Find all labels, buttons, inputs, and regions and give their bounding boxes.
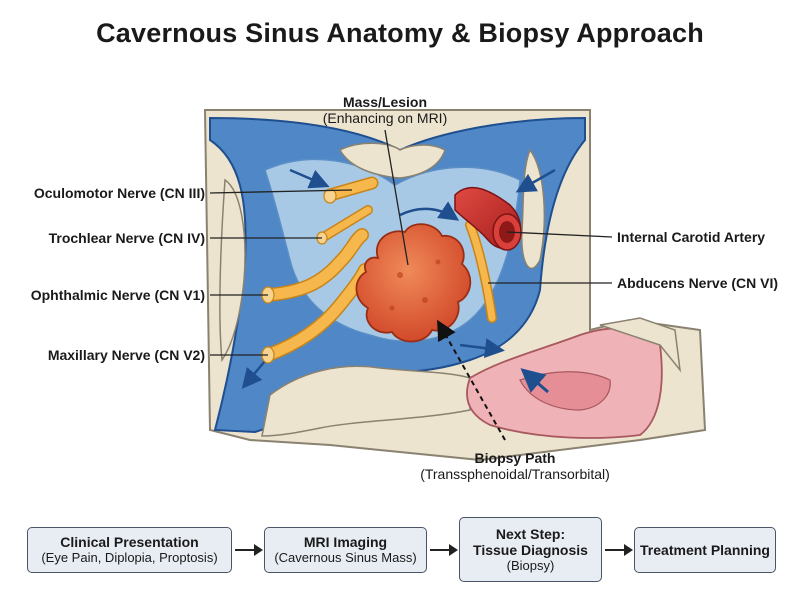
trochlear-nerve-label: Trochlear Nerve (CN IV) (48, 230, 205, 246)
flow-step-subtitle: (Eye Pain, Diplopia, Proptosis) (41, 550, 218, 565)
ophthalmic-nerve-label: Ophthalmic Nerve (CN V1) (30, 287, 205, 303)
flow-step-title: Treatment Planning (640, 542, 770, 558)
flow-step-clinical-presentation: Clinical Presentation (Eye Pain, Diplopi… (27, 527, 232, 573)
flow-arrow (430, 544, 458, 556)
nasal-cavity (466, 317, 682, 439)
flow-step-subtitle: (Cavernous Sinus Mass) (274, 550, 417, 565)
flow-step-tissue-diagnosis: Next Step: Tissue Diagnosis (Biopsy) (459, 517, 602, 582)
flow-step-title-2: Tissue Diagnosis (473, 541, 588, 558)
nerves (261, 176, 497, 364)
flow-step-subtitle: (Biopsy) (506, 557, 555, 573)
biopsy-path-label: Biopsy Path (Transsphenoidal/Transorbita… (400, 450, 630, 482)
mass-lesion-label: Mass/Lesion (Enhancing on MRI) (300, 94, 470, 126)
biopsy-path-arrow (437, 319, 506, 441)
biopsy-path-title: Biopsy Path (474, 450, 556, 466)
flow-step-treatment-planning: Treatment Planning (634, 527, 776, 573)
mass-lesion-subtitle: (Enhancing on MRI) (322, 110, 448, 126)
flow-arrow (235, 544, 263, 556)
leader-lines (209, 129, 613, 356)
flow-arrow (605, 544, 633, 556)
internal-carotid-artery-label: Internal Carotid Artery (617, 229, 766, 245)
flow-step-title: Clinical Presentation (60, 534, 199, 550)
flow-step-title: MRI Imaging (303, 534, 388, 550)
abducens-nerve-label: Abducens Nerve (CN VI) (617, 275, 779, 291)
biopsy-path-subtitle: (Transsphenoidal/Transorbital) (420, 466, 610, 482)
mass-lesion-title: Mass/Lesion (342, 94, 428, 110)
page-title: Cavernous Sinus Anatomy & Biopsy Approac… (96, 18, 704, 48)
flow-step-mri-imaging: MRI Imaging (Cavernous Sinus Mass) (264, 527, 427, 573)
flow-step-title: Next Step: (495, 525, 566, 542)
maxillary-nerve-label: Maxillary Nerve (CN V2) (47, 347, 205, 363)
oculomotor-nerve-label: Oculomotor Nerve (CN III) (33, 185, 205, 201)
